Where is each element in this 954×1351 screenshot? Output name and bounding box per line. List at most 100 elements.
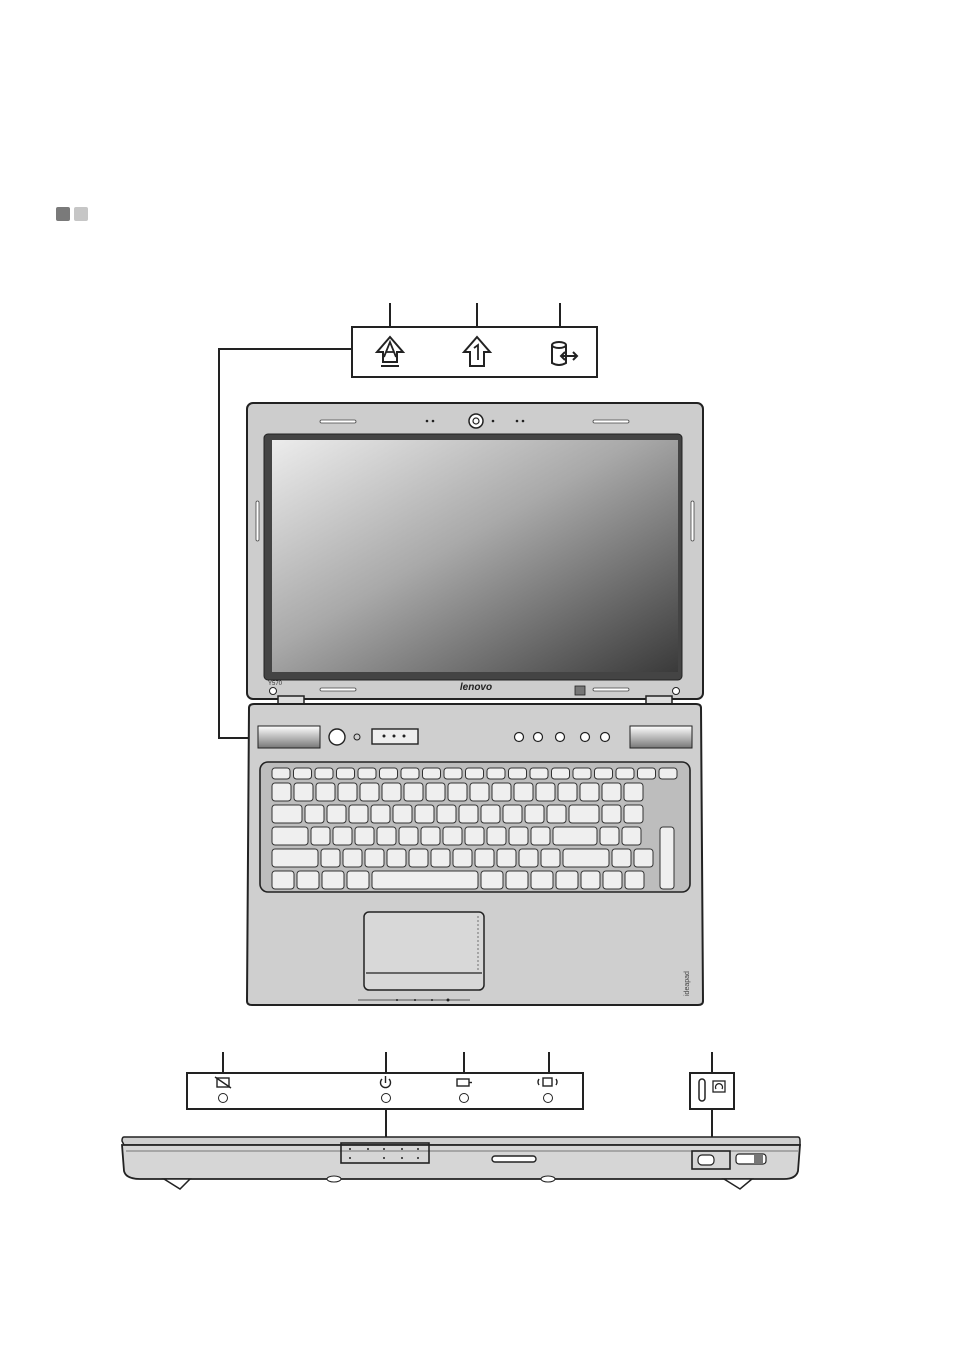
keyboard-key bbox=[443, 827, 462, 845]
keyboard-key bbox=[563, 849, 609, 867]
keyboard-key bbox=[514, 783, 533, 801]
callout-tick-3 bbox=[559, 303, 561, 327]
status-indicator-callout bbox=[351, 326, 598, 378]
memory-card-slot bbox=[492, 1156, 536, 1162]
keyboard-key bbox=[553, 827, 597, 845]
battery-led bbox=[459, 1093, 469, 1103]
keyboard-key bbox=[337, 768, 355, 779]
keyboard-key bbox=[382, 783, 401, 801]
keyboard-key bbox=[612, 849, 631, 867]
right-speaker bbox=[630, 726, 692, 748]
keyboard-key bbox=[519, 849, 538, 867]
keyboard-key bbox=[426, 783, 445, 801]
keyboard-key bbox=[536, 783, 555, 801]
front-tick-2 bbox=[385, 1052, 387, 1074]
keyboard-key bbox=[399, 827, 418, 845]
keyboard-key bbox=[305, 805, 324, 823]
keyboard-key bbox=[481, 871, 503, 889]
leader-top-horizontal bbox=[218, 348, 352, 350]
keyboard-key bbox=[547, 805, 566, 823]
keyboard-key bbox=[624, 783, 643, 801]
brand-logo: lenovo bbox=[460, 682, 492, 693]
keyboard-key bbox=[616, 768, 634, 779]
keyboard-key bbox=[475, 849, 494, 867]
power-led bbox=[381, 1093, 391, 1103]
wireless-led bbox=[543, 1093, 553, 1103]
hard-disk-activity-icon bbox=[552, 342, 577, 365]
left-speaker bbox=[258, 726, 320, 748]
keyboard-key bbox=[465, 827, 484, 845]
keyboard-key bbox=[421, 827, 440, 845]
keyboard-key bbox=[272, 871, 294, 889]
keyboard-key bbox=[311, 827, 330, 845]
front-indicator-callout bbox=[186, 1072, 584, 1110]
keyboard-key bbox=[294, 768, 312, 779]
keyboard-key bbox=[404, 783, 423, 801]
keyboard-key bbox=[541, 849, 560, 867]
novo-button-icon bbox=[713, 1081, 725, 1092]
keyboard-key bbox=[573, 768, 591, 779]
keyboard-key bbox=[321, 849, 340, 867]
callout-tick-1 bbox=[389, 303, 391, 327]
keyboard-key bbox=[580, 783, 599, 801]
keyboard-key bbox=[470, 783, 489, 801]
side-tick bbox=[711, 1052, 713, 1074]
touchpad-led bbox=[218, 1093, 228, 1103]
keyboard-key bbox=[531, 827, 550, 845]
keyboard-key bbox=[492, 783, 511, 801]
front-tick-3 bbox=[463, 1052, 465, 1074]
keyboard-key bbox=[294, 783, 313, 801]
keyboard-key bbox=[509, 827, 528, 845]
laptop-front-view bbox=[118, 1133, 806, 1197]
keyboard-key bbox=[347, 871, 369, 889]
keyboard-key bbox=[487, 827, 506, 845]
keyboard-key bbox=[552, 768, 570, 779]
keyboard-key bbox=[602, 805, 621, 823]
keyboard-key bbox=[365, 849, 384, 867]
keyboard-key bbox=[558, 783, 577, 801]
model-label: Y570 bbox=[268, 681, 283, 687]
keyboard-key bbox=[377, 827, 396, 845]
keyboard-key bbox=[355, 827, 374, 845]
keyboard-key bbox=[625, 871, 644, 889]
keyboard-key bbox=[349, 805, 368, 823]
laptop-top-view: Y570 lenovo ideapad bbox=[240, 396, 710, 1010]
keyboard-key bbox=[497, 849, 516, 867]
front-tick-4 bbox=[548, 1052, 550, 1074]
power-button bbox=[329, 729, 345, 745]
novo-button-callout bbox=[689, 1072, 735, 1110]
battery-icon bbox=[457, 1079, 472, 1086]
keyboard-key bbox=[569, 805, 599, 823]
keyboard-key bbox=[634, 849, 653, 867]
keyboard-key bbox=[660, 827, 674, 889]
keyboard-key bbox=[622, 827, 641, 845]
keyboard-key bbox=[371, 805, 390, 823]
keyboard-key bbox=[453, 849, 472, 867]
keyboard-key bbox=[327, 805, 346, 823]
keyboard-key bbox=[659, 768, 677, 779]
keyboard-key bbox=[338, 783, 357, 801]
keyboard-key bbox=[624, 805, 643, 823]
keyboard-key bbox=[603, 871, 622, 889]
keyboard-key bbox=[423, 768, 441, 779]
keyboard-key bbox=[316, 783, 335, 801]
slot-icon bbox=[699, 1079, 705, 1101]
callout-tick-2 bbox=[476, 303, 478, 327]
keyboard-key bbox=[431, 849, 450, 867]
keyboard-key bbox=[380, 768, 398, 779]
front-tick-1 bbox=[222, 1052, 224, 1074]
keyboard-key bbox=[525, 805, 544, 823]
keyboard-key bbox=[343, 849, 362, 867]
keyboard-key bbox=[415, 805, 434, 823]
keyboard-key bbox=[358, 768, 376, 779]
keyboard-key bbox=[297, 871, 319, 889]
keyboard-key bbox=[315, 768, 333, 779]
keyboard-key bbox=[360, 783, 379, 801]
keyboard-key bbox=[638, 768, 656, 779]
section-marker-dark bbox=[56, 207, 70, 221]
keyboard-key bbox=[602, 783, 621, 801]
keyboard-key bbox=[466, 768, 484, 779]
keyboard-key bbox=[503, 805, 522, 823]
display-screen bbox=[272, 440, 678, 672]
keyboard-key bbox=[393, 805, 412, 823]
